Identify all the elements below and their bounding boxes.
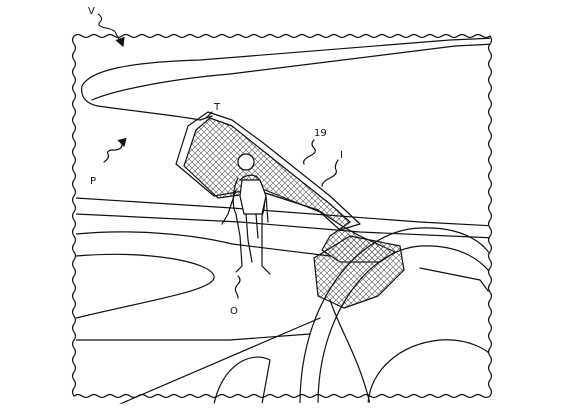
leader-panel: [103, 143, 123, 163]
steering-detail: [329, 299, 371, 404]
hood-line: [76, 197, 490, 227]
label-pillar-top: T: [213, 102, 221, 113]
leader-display: [303, 139, 316, 165]
label-object: O: [230, 306, 238, 317]
steering-wheel-hub: [367, 339, 490, 404]
panel-arrow: [117, 137, 127, 148]
label-pillar-ref: I: [340, 150, 343, 161]
steering-spoke: [419, 267, 490, 301]
a-pillar-outline: [175, 111, 361, 231]
label-display-ref: 19: [314, 128, 327, 139]
center-vent: [213, 356, 271, 404]
steering-wheel-outer: [299, 227, 490, 404]
leader-pillar-top: [205, 111, 213, 119]
view-arrow: [97, 13, 125, 48]
dash-diagonal: [119, 317, 321, 404]
roof-edge: [81, 37, 490, 87]
dash-lower-line: [76, 333, 311, 341]
torn-frame-border: [71, 33, 493, 399]
dash-curve: [76, 253, 215, 319]
label-pillar-panel: P: [90, 176, 96, 187]
dash-edge: [76, 231, 331, 257]
steering-wheel-inner: [317, 245, 490, 404]
mirror-housing: [81, 85, 213, 121]
hood-line-lower: [76, 213, 490, 239]
lower-display-region: [313, 235, 405, 309]
leader-pillar: [321, 159, 339, 187]
roof-lower-edge: [91, 43, 490, 101]
label-view: V: [88, 6, 95, 17]
pedestrian: [221, 153, 271, 275]
leader-object: [234, 275, 241, 299]
backpack: [239, 179, 267, 215]
